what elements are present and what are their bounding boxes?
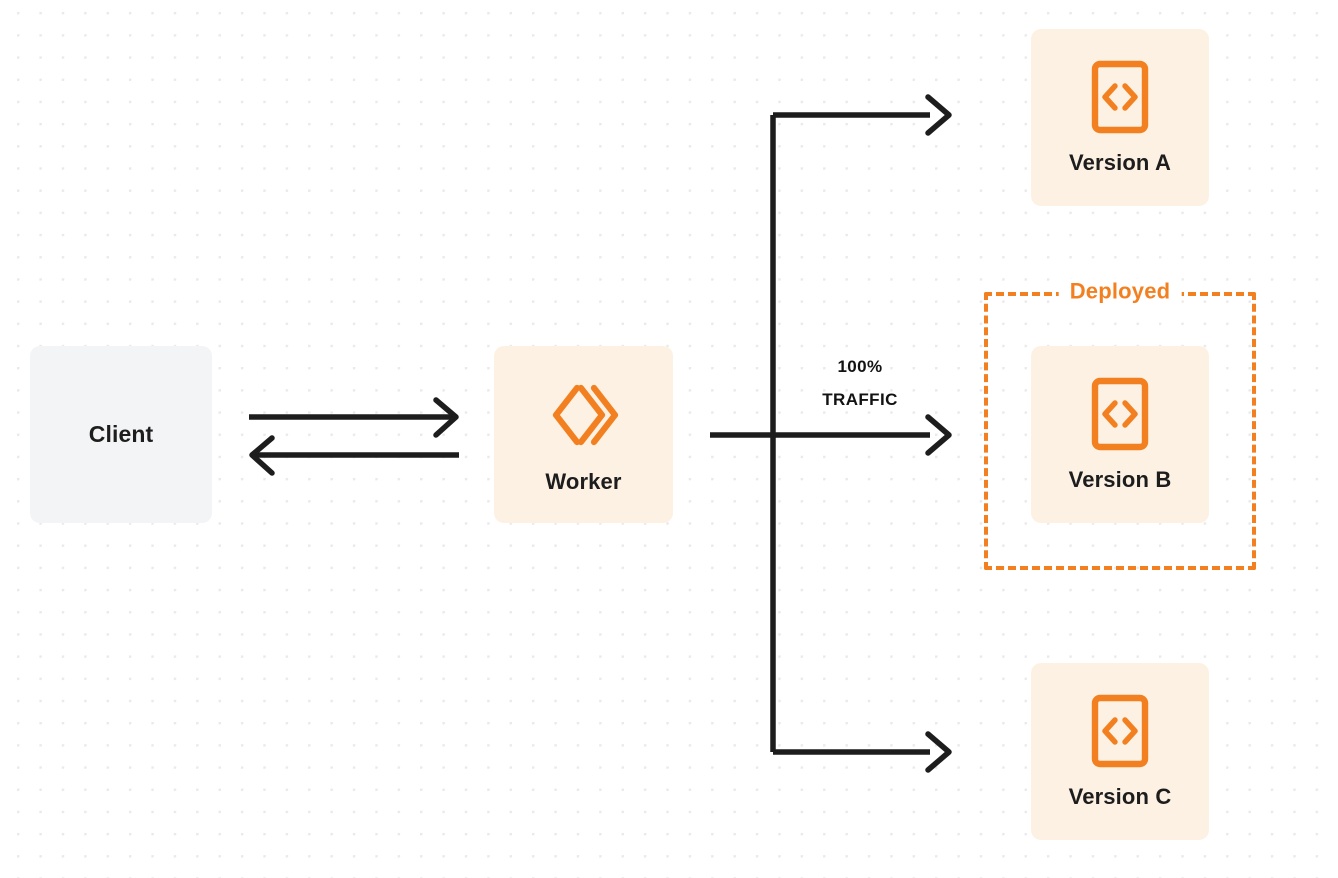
node-version-c-label: Version C <box>1068 783 1172 809</box>
code-file-icon <box>1091 377 1149 451</box>
node-version-c[interactable]: Version C <box>1031 663 1209 840</box>
traffic-percent: 100% <box>837 357 883 376</box>
group-deployed-label: Deployed <box>1058 278 1182 305</box>
cloudflare-workers-logo-icon <box>544 375 624 455</box>
traffic-label: 100% TRAFFIC <box>789 350 931 416</box>
node-client[interactable]: Client <box>30 346 212 523</box>
edge-worker-to-client <box>249 435 459 476</box>
node-client-label: Client <box>88 421 154 447</box>
traffic-word: TRAFFIC <box>822 390 898 409</box>
node-worker-label: Worker <box>545 468 622 494</box>
node-version-b[interactable]: Version B <box>1031 346 1209 523</box>
code-file-icon <box>1091 694 1149 768</box>
group-deployed: Deployed <box>984 278 1256 570</box>
edge-worker-to-branch <box>710 94 952 773</box>
node-version-a[interactable]: Version A <box>1031 29 1209 206</box>
node-version-b-label: Version B <box>1068 466 1172 492</box>
node-version-a-label: Version A <box>1068 149 1171 175</box>
node-worker[interactable]: Worker <box>494 346 673 523</box>
edge-client-to-worker <box>249 397 459 438</box>
code-file-icon <box>1091 60 1149 134</box>
